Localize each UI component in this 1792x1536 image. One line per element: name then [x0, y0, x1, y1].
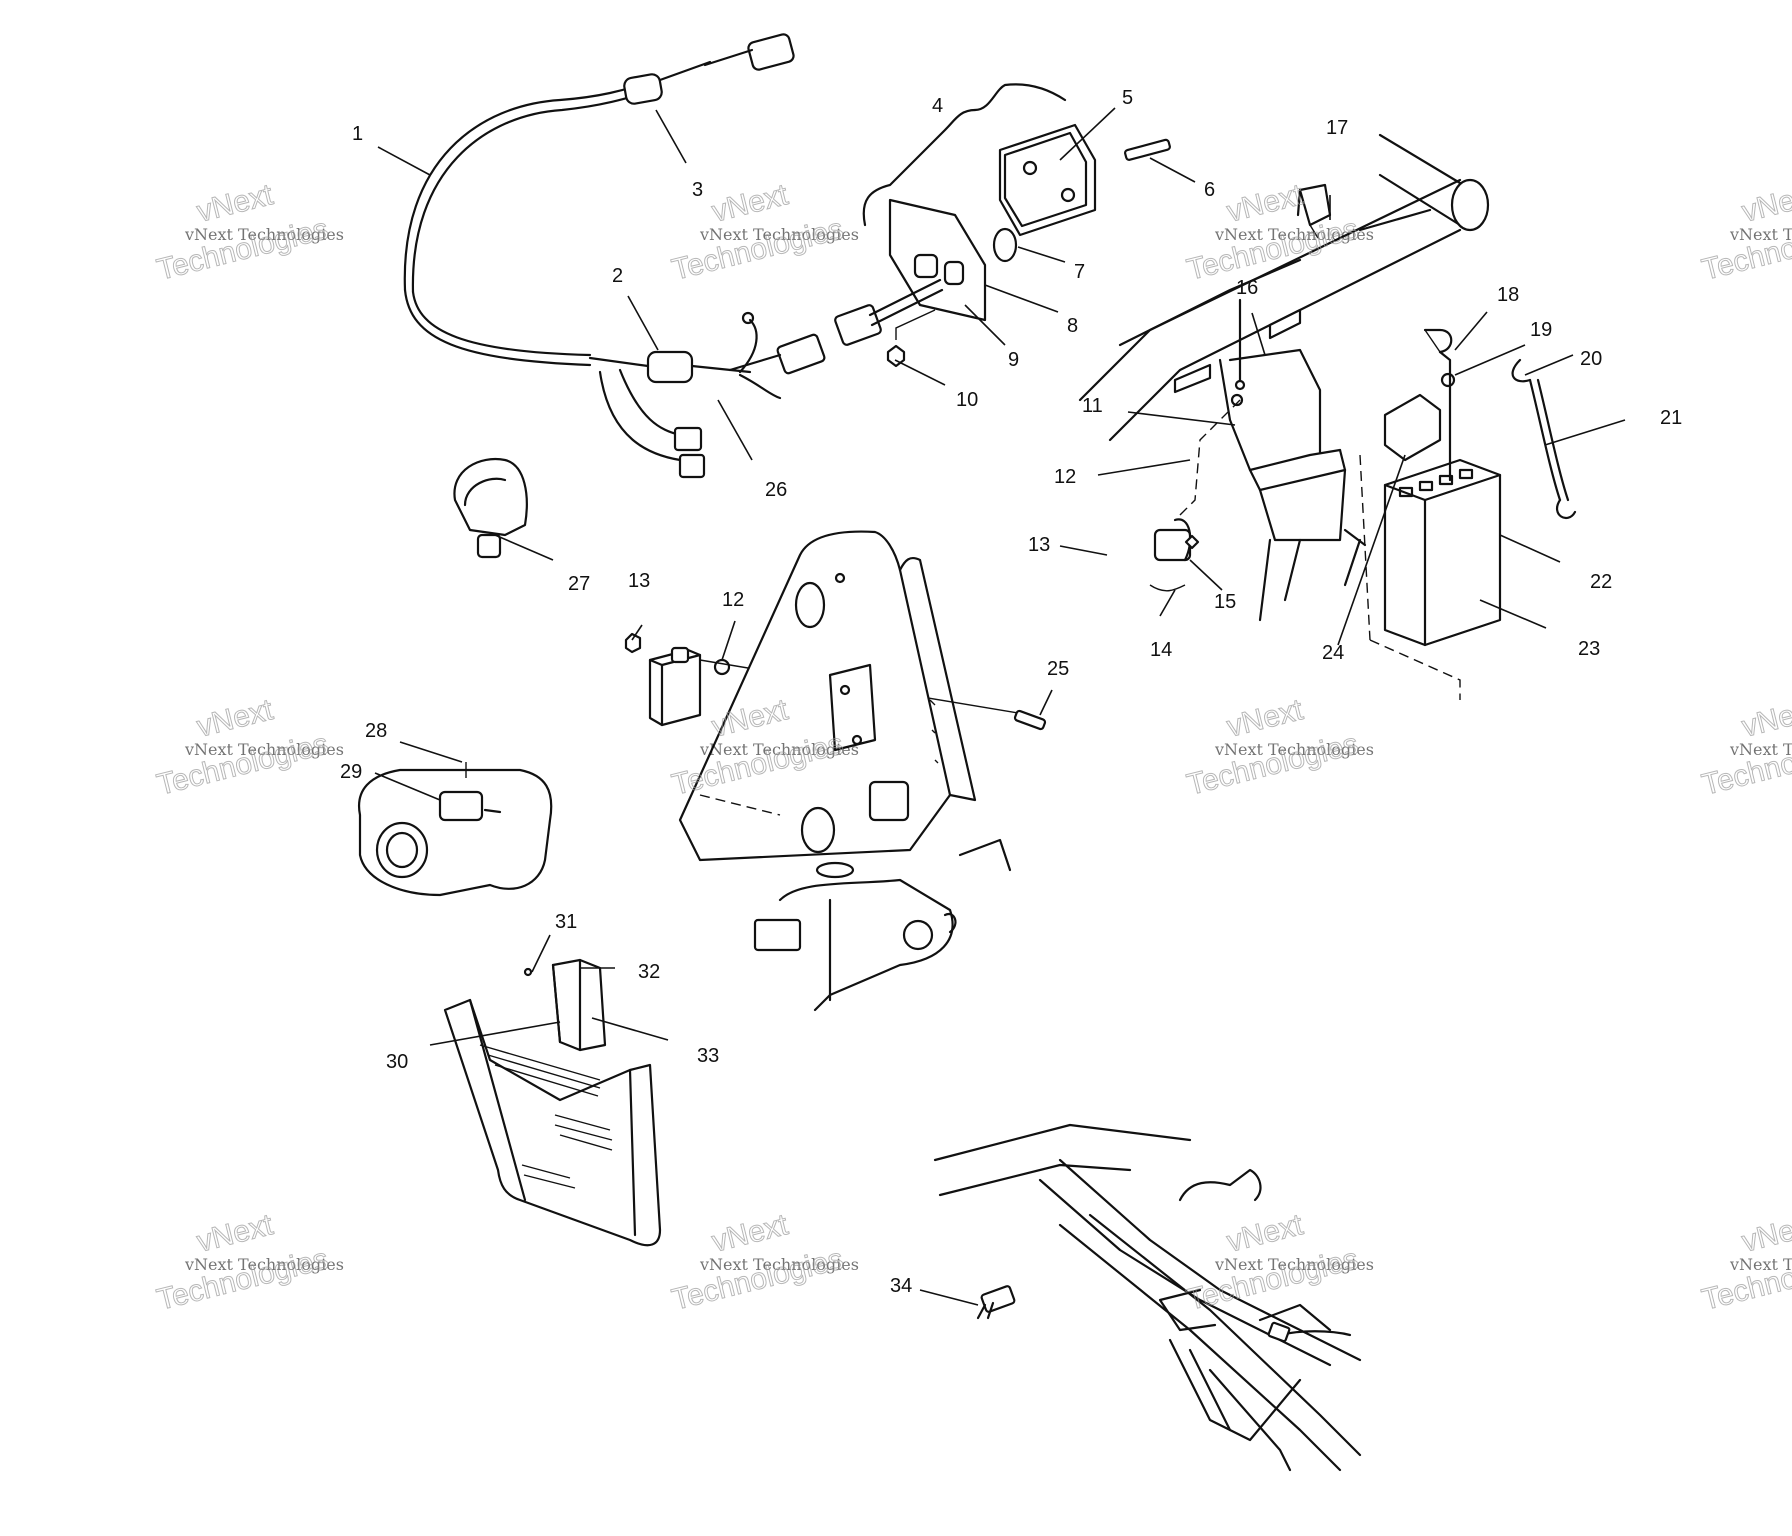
callout-13-upper: 13: [1028, 534, 1050, 556]
callout-12-upper: 12: [1054, 466, 1076, 488]
callout-17: 17: [1326, 117, 1348, 139]
watermark-text: vNext Technologies: [699, 225, 859, 244]
watermark-text: vNext: [194, 178, 277, 229]
callout-26: 26: [765, 479, 787, 501]
callout-28: 28: [365, 720, 387, 742]
watermark: vNext Technologies vNext Technologies: [1698, 693, 1792, 803]
bolt-part: [1013, 709, 1047, 731]
callout-6: 6: [1204, 179, 1215, 201]
watermark-layer: vNext Technologies vNext Technologies vN…: [153, 178, 1792, 1318]
callout-20: 20: [1580, 348, 1602, 370]
callout-33: 33: [697, 1045, 719, 1067]
callout-10: 10: [956, 389, 978, 411]
callout-29: 29: [340, 761, 362, 783]
watermark-text: vNext: [1224, 1208, 1307, 1259]
callout-23: 23: [1578, 638, 1600, 660]
callout-2: 2: [612, 265, 623, 287]
callout-24: 24: [1322, 642, 1344, 664]
battery-assembly: [1359, 328, 1577, 700]
watermark: vNext Technologies vNext Technologies: [153, 1208, 344, 1318]
callout-13-lower: 13: [628, 570, 650, 592]
callout-19: 19: [1530, 319, 1552, 341]
watermark-text: Technologies: [669, 1242, 847, 1316]
watermark-text: Technologies: [1184, 212, 1362, 286]
wiring-harness: [403, 33, 826, 479]
callout-21: 21: [1660, 407, 1682, 429]
callout-18: 18: [1497, 284, 1519, 306]
watermark: vNext Technologies vNext Technologies: [153, 693, 344, 803]
lower-mount: [753, 838, 1012, 1012]
watermark-text: Technologies: [154, 1242, 332, 1316]
callout-15: 15: [1214, 591, 1236, 613]
callout-11: 11: [1082, 395, 1103, 417]
watermark-text: vNext Technologies: [184, 740, 344, 759]
watermark-text: vNext: [1224, 178, 1307, 229]
watermark: vNext Technologies vNext Technologies: [1183, 693, 1374, 803]
watermark-text: vNext Technologies: [1729, 740, 1792, 759]
callout-30: 30: [386, 1051, 408, 1073]
reflector-tab: [1296, 183, 1332, 239]
watermark-text: Technologies: [1184, 1242, 1362, 1316]
watermark-text: vNext Technologies: [699, 1255, 859, 1274]
callout-4: 4: [932, 95, 943, 117]
clamp-part: [453, 457, 528, 559]
callout-31: 31: [555, 911, 577, 933]
watermark: vNext Technologies vNext Technologies: [1183, 1208, 1374, 1318]
callout-25: 25: [1047, 658, 1069, 680]
watermark: vNext Technologies vNext Technologies: [668, 1208, 859, 1318]
watermark-text: vNext: [194, 1208, 277, 1259]
callout-27: 27: [568, 573, 590, 595]
callout-14: 14: [1150, 639, 1172, 661]
connector-part: [976, 1285, 1016, 1320]
watermark-text: vNext Technologies: [1729, 1255, 1792, 1274]
callout-3: 3: [692, 179, 703, 201]
callout-32: 32: [638, 961, 660, 983]
callout-9: 9: [1008, 349, 1019, 371]
callout-7: 7: [1074, 261, 1085, 283]
watermark: vNext Technologies vNext Technologies: [1698, 1208, 1792, 1318]
watermark-text: vNext: [1739, 178, 1792, 229]
callout-34: 34: [890, 1275, 912, 1297]
callout-16: 16: [1236, 277, 1258, 299]
watermark-text: vNext Technologies: [1214, 740, 1374, 759]
callout-12-lower: 12: [722, 589, 744, 611]
callout-22: 22: [1590, 571, 1612, 593]
watermark-text: Technologies: [154, 212, 332, 286]
ignition-coil: [624, 632, 1031, 727]
watermark-text: vNext Technologies: [1729, 225, 1792, 244]
callout-labels: 1 2 3 4 5 6 7 8 9 10 11 12 12 13 13 14 1…: [340, 87, 1682, 1297]
watermark-text: vNext: [709, 178, 792, 229]
watermark-text: vNext Technologies: [184, 1255, 344, 1274]
rear-frame: [933, 1123, 1362, 1472]
callout-1: 1: [352, 123, 363, 145]
watermark-text: vNext: [1739, 1208, 1792, 1259]
front-panel: [678, 530, 977, 862]
watermark: vNext Technologies vNext Technologies: [1698, 178, 1792, 288]
watermark-text: Technologies: [154, 727, 332, 801]
watermark-text: vNext: [1739, 693, 1792, 744]
upper-frame: [1078, 133, 1490, 622]
callout-5: 5: [1122, 87, 1133, 109]
watermark-text: vNext: [709, 1208, 792, 1259]
fuel-tank: [357, 762, 553, 897]
watermark-text: vNext: [1224, 693, 1307, 744]
watermark: vNext Technologies vNext Technologies: [153, 178, 344, 288]
watermark-text: Technologies: [1184, 727, 1362, 801]
taillight-assembly: [834, 83, 1171, 368]
watermark-text: vNext: [194, 693, 277, 744]
watermark-text: vNext Technologies: [184, 225, 344, 244]
watermark-text: vNext Technologies: [1214, 1255, 1374, 1274]
callout-8: 8: [1067, 315, 1078, 337]
watermark-text: Technologies: [669, 212, 847, 286]
watermark-text: vNext Technologies: [1214, 225, 1374, 244]
leader-lines: [374, 107, 1626, 1306]
rear-bumper: [443, 958, 662, 1247]
watermark-text: vNext Technologies: [699, 740, 859, 759]
